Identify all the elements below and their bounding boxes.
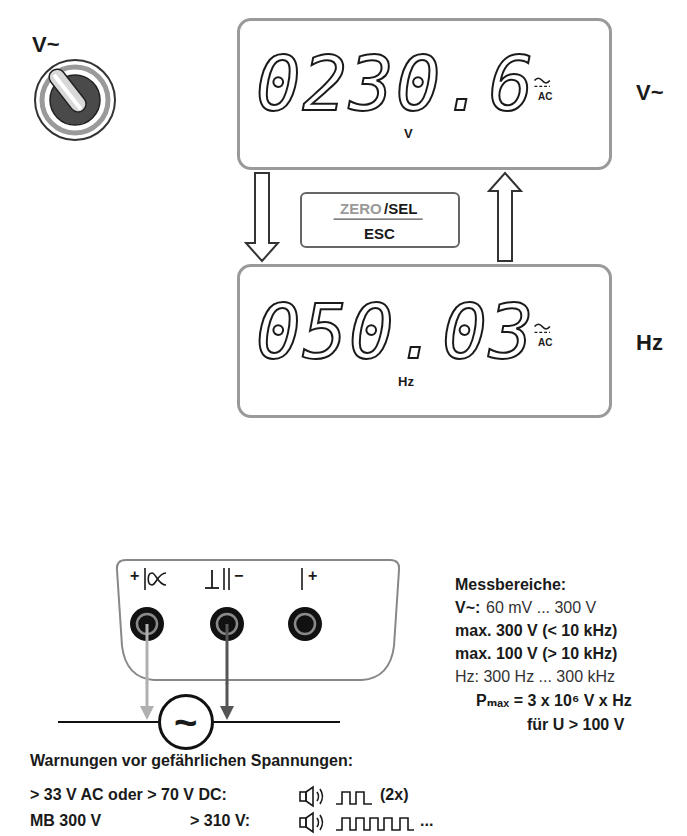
jack-panel: + − +: [112, 556, 404, 684]
display-reading: 050.03: [256, 295, 535, 369]
switch-position: V~: [32, 32, 60, 57]
repeat-indicator: ...: [420, 812, 433, 830]
buzzer-symbol: [300, 813, 323, 832]
key-label: ZERO: [340, 200, 382, 217]
lcd-display: 050.03AC Hz: [237, 264, 612, 418]
range-limit: max. 300 V (< 10 kHz): [455, 622, 617, 640]
pulse-signal: [336, 792, 372, 804]
key-button: ZERO/SEL ESC: [300, 192, 460, 248]
unit-indicator: V: [404, 127, 413, 142]
ac-indicator: AC: [538, 337, 552, 349]
power-limit: Pₘₐₓ = 3 x 10⁶ V x Hz: [476, 692, 632, 710]
warning-heading: Warnungen vor gefährlichen Spannungen:: [30, 752, 353, 770]
ac-source: ~: [158, 694, 214, 750]
polarity-sign: +: [308, 567, 317, 585]
display-reading: 0230.6: [256, 47, 535, 121]
rotary-switch: [35, 60, 115, 140]
key-label: ESC: [364, 225, 395, 242]
ac-indicator: AC: [538, 91, 552, 103]
repeat-count: (2x): [380, 786, 408, 804]
power-limit: für U > 100 V: [527, 716, 624, 734]
key-label: /SEL: [384, 200, 417, 217]
function-label: Hz: [636, 330, 663, 355]
warning-condition: MB 300 V: [30, 812, 101, 830]
ac-symbol: ~: [174, 699, 197, 745]
range-limit: max. 100 V (> 10 kHz): [455, 645, 617, 663]
function-label: V~: [636, 80, 664, 105]
range-value: Hz: 300 Hz ... 300 kHz: [455, 668, 615, 686]
pulse-signal: [336, 818, 414, 830]
unit-indicator: Hz: [398, 375, 414, 390]
lcd-display: 0230.6AC V: [237, 18, 612, 170]
polarity-sign: +: [130, 567, 139, 585]
block-arrow: [489, 173, 521, 261]
jack-panel-outline: [112, 556, 404, 684]
range-heading: Messbereiche:: [455, 576, 566, 594]
range-label: V~:: [455, 599, 480, 617]
block-arrow: [246, 173, 278, 261]
warning-condition: > 33 V AC oder > 70 V DC:: [30, 786, 227, 804]
range-value: 60 mV ... 300 V: [486, 599, 596, 617]
buzzer-symbol: [300, 787, 323, 806]
polarity-sign: −: [234, 567, 243, 585]
warning-condition: > 310 V:: [190, 812, 250, 830]
